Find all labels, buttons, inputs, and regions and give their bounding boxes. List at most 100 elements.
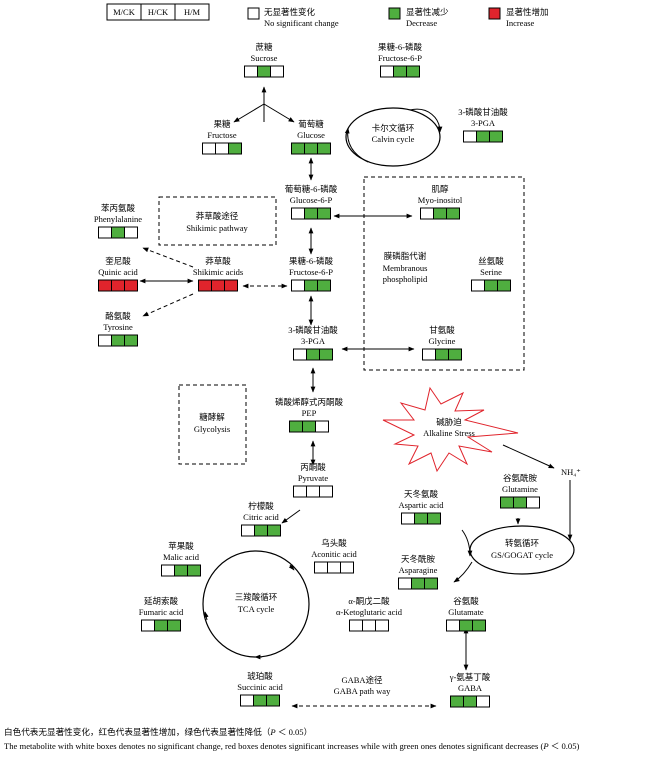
legend-increase-swatch xyxy=(488,7,501,20)
legend-no-change-cn: 无显著性变化 xyxy=(264,7,316,17)
metabolite-name-en: Fructose xyxy=(207,130,237,140)
status-box-increase xyxy=(124,279,138,292)
caption-en-text: The metabolite with white boxes denotes … xyxy=(4,741,544,751)
metabolite-name-en: GABA xyxy=(458,683,483,693)
status-box-decrease xyxy=(317,207,331,220)
status-box-no-change xyxy=(124,226,138,239)
status-box-decrease xyxy=(228,142,242,155)
status-box-no-change xyxy=(314,561,328,574)
status-box-decrease xyxy=(446,207,460,220)
pathway-regions: 卡尔文循环 Calvin cycle 莽草酸途径 Shikimic pathwa… xyxy=(158,107,581,696)
metabolite-name-cn: α-酮戊二酸 xyxy=(348,596,390,606)
arrow xyxy=(344,127,369,163)
status-box-decrease xyxy=(476,130,490,143)
arrow xyxy=(203,611,209,621)
status-box-increase xyxy=(211,279,225,292)
status-box-decrease xyxy=(154,619,168,632)
metabolite-name-cn: 柠檬酸 xyxy=(248,501,274,511)
status-box-decrease xyxy=(111,334,125,347)
metabolite-name-en: Fructose-6-P xyxy=(289,267,333,277)
metabolite-name-en: Citric acid xyxy=(243,512,279,522)
status-box-no-change xyxy=(291,207,305,220)
status-box-decrease xyxy=(302,420,316,433)
status-box-decrease xyxy=(489,130,503,143)
legend-increase-cn: 显著性增加 xyxy=(506,7,549,17)
membrane-label-en2: phospholipid xyxy=(383,274,428,284)
metabolite-name-cn: 磷酸烯醇式丙酮酸 xyxy=(275,397,344,407)
glycolysis-box xyxy=(178,384,247,465)
metabolite-name-cn: 丝氨酸 xyxy=(478,256,504,266)
arrows xyxy=(139,86,573,709)
status-box-decrease xyxy=(459,619,473,632)
membrane-label-en1: Membranous xyxy=(383,263,428,273)
status-box-no-change xyxy=(306,485,320,498)
status-box-no-change xyxy=(463,130,477,143)
metabolite-name-en: Pyruvate xyxy=(298,473,328,483)
status-box-no-change xyxy=(202,142,216,155)
caption-english: The metabolite with white boxes denotes … xyxy=(4,741,668,752)
legend-comparison-3: H/M xyxy=(184,7,201,17)
status-box-no-change xyxy=(215,142,229,155)
status-box-decrease xyxy=(267,524,281,537)
caption-p-symbol-en: P xyxy=(543,741,549,751)
status-box-decrease xyxy=(433,207,447,220)
status-box-no-change xyxy=(526,496,540,509)
metabolite-name-en: Glutamate xyxy=(448,607,484,617)
alkaline-stress-label-en: Alkaline Stress xyxy=(423,428,475,438)
arrow xyxy=(142,247,194,268)
metabolite-name-en: 3-PGA xyxy=(471,118,496,128)
status-box-decrease xyxy=(319,348,333,361)
metabolite-name-cn: 甘氨酸 xyxy=(429,325,455,335)
status-box-no-change xyxy=(362,619,376,632)
status-box-increase xyxy=(98,279,112,292)
metabolite-name-cn: 苹果酸 xyxy=(168,541,194,551)
status-box-decrease xyxy=(291,142,305,155)
status-box-no-change xyxy=(422,348,436,361)
legend-comparison-frame xyxy=(106,3,210,21)
alkaline-stress-label-cn: 碱胁迫 xyxy=(436,417,462,427)
legend-decrease-cn: 显著性减少 xyxy=(406,7,449,17)
status-box-decrease xyxy=(414,512,428,525)
caption-chinese: 白色代表无显著性变化，红色代表显著性增加，绿色代表显著性降低（P ＜ 0.05） xyxy=(4,727,668,738)
legend-increase-en: Increase xyxy=(506,18,535,28)
gs-gogat-label-en: GS/GOGAT cycle xyxy=(491,550,553,560)
metabolite-name-cn: 谷氨酰胺 xyxy=(503,473,538,483)
status-box-no-change xyxy=(141,619,155,632)
status-box-decrease xyxy=(393,65,407,78)
status-box-no-change xyxy=(161,564,175,577)
legend-comparison-2: H/CK xyxy=(148,7,169,17)
metabolite-name-cn: 丙酮酸 xyxy=(300,462,326,472)
metabolite-name-en: Glycine xyxy=(429,336,456,346)
metabolite-name-cn: 延胡索酸 xyxy=(144,596,179,606)
status-box-no-change xyxy=(349,619,363,632)
arrow xyxy=(453,561,473,583)
status-box-decrease xyxy=(266,694,280,707)
metabolite-name-en: PEP xyxy=(302,408,317,418)
status-box-decrease xyxy=(304,207,318,220)
status-box-no-change xyxy=(293,485,307,498)
legend-comparison-1: M/CK xyxy=(113,7,136,17)
metabolite-name-en: Quinic acid xyxy=(98,267,138,277)
metabolite-name-cn: 葡萄糖 xyxy=(298,119,324,129)
legend-no-change-swatch xyxy=(247,7,260,20)
metabolite-name-cn: 莽草酸 xyxy=(205,256,231,266)
metabolite-name-en: Aspartic acid xyxy=(398,500,444,510)
status-box-decrease xyxy=(484,279,498,292)
gaba-pathway-label-en: GABA path way xyxy=(334,686,391,696)
shikimic-pathway-label-cn: 莽草酸途径 xyxy=(196,211,239,221)
calvin-cycle-label-en: Calvin cycle xyxy=(372,134,415,144)
caption-zh-text: 白色代表无显著性变化，红色代表显著性增加，绿色代表显著性降低（ xyxy=(4,727,271,737)
